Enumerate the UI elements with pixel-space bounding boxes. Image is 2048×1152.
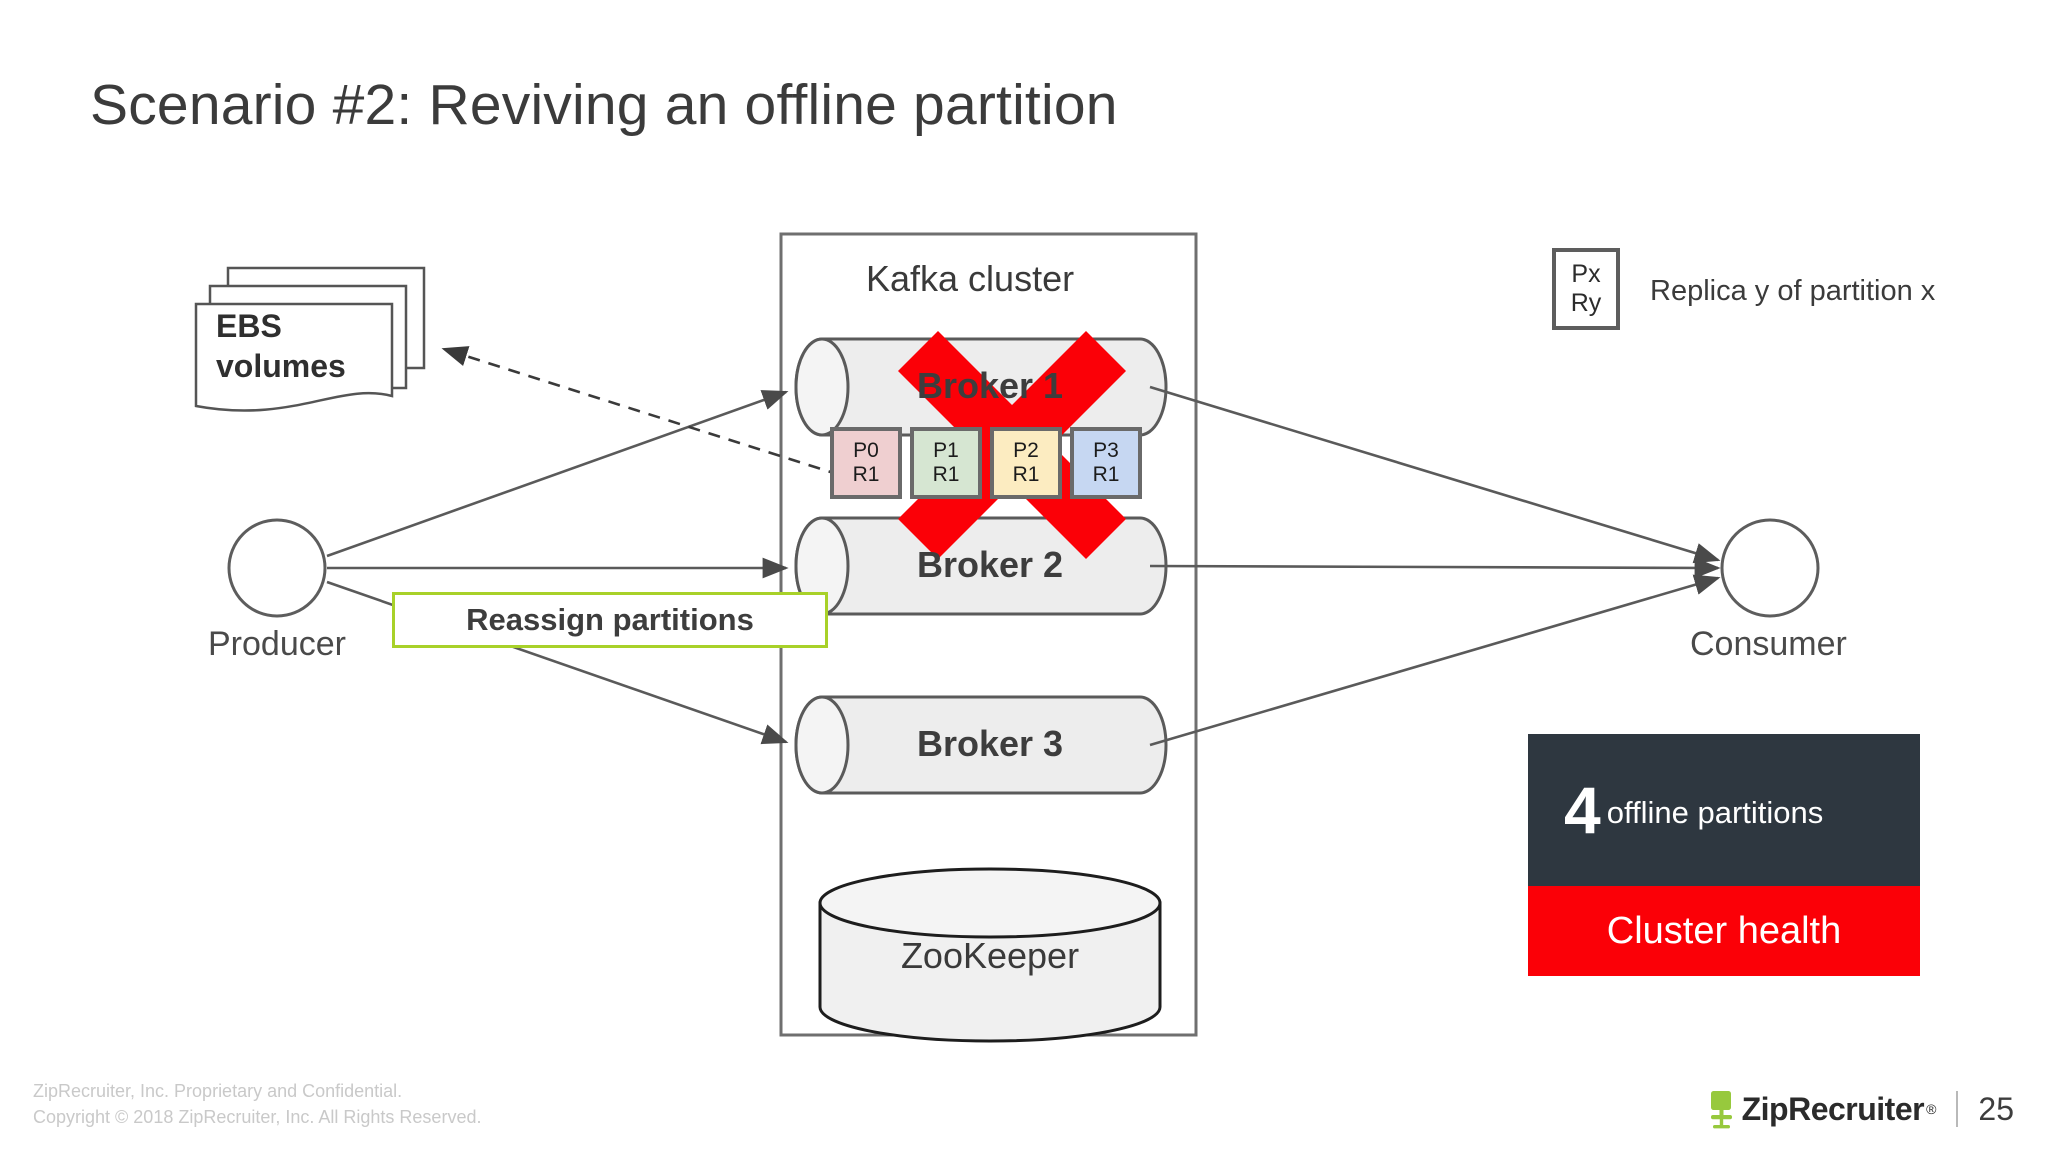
page-title: Scenario #2: Reviving an offline partiti…	[90, 73, 1118, 137]
legend-swatch: Px Ry	[1552, 248, 1620, 330]
brand-footer: ZipRecruiter ® 25	[1702, 1088, 2014, 1130]
partition-chip-p3: P3 R1	[1070, 427, 1142, 499]
footer-line-2: Copyright © 2018 ZipRecruiter, Inc. All …	[33, 1107, 482, 1128]
cluster-health-widget: 4 offline partitions Cluster health	[1528, 734, 1920, 976]
offline-partitions-unit: offline partitions	[1606, 795, 1824, 830]
replica-id: R1	[852, 463, 880, 486]
producer-label: Producer	[208, 625, 346, 663]
replica-id: R1	[932, 463, 960, 486]
ziprecruiter-chair-icon	[1710, 1091, 1732, 1129]
cluster-health-metric: 4 offline partitions	[1528, 734, 1920, 886]
edge-broker1-consumer	[1149, 385, 1721, 564]
brand-wordmark: ZipRecruiter	[1741, 1090, 1925, 1127]
producer-node	[227, 518, 327, 618]
broker-3-label: Broker 3	[916, 723, 1064, 764]
partition-id: P3	[1093, 438, 1119, 462]
replica-id: R1	[1092, 463, 1120, 486]
zookeeper-shape	[818, 867, 1162, 1043]
partition-chip-p2: P2 R1	[990, 427, 1062, 499]
ebs-line-1: EBS	[216, 308, 282, 344]
kafka-cluster-label: Kafka cluster	[866, 258, 1075, 299]
broker-3-shape	[794, 695, 1168, 795]
partition-id: P1	[933, 438, 959, 462]
edge-broker3-consumer	[1149, 574, 1721, 747]
footer-line-1: ZipRecruiter, Inc. Proprietary and Confi…	[33, 1081, 403, 1101]
partition-list: P0 R1 P1 R1 P2 R1 P3 R1	[830, 427, 1142, 499]
cluster-health-status-badge: Cluster health	[1528, 886, 1920, 976]
partition-id: P0	[853, 438, 879, 462]
replica-id: R1	[1012, 463, 1040, 486]
ebs-line-2: volumes	[216, 348, 346, 385]
edge-broker2-consumer	[1149, 557, 1721, 579]
partition-chip-p0: P0 R1	[830, 427, 902, 499]
registered-trademark-icon: ®	[1926, 1101, 1937, 1117]
legend-description: Replica y of partition x	[1650, 275, 1936, 307]
partition-chip-p1: P1 R1	[910, 427, 982, 499]
legend-partition-token: Px	[1571, 259, 1601, 288]
legend-replica-token: Ry	[1570, 289, 1602, 317]
offline-partitions-count: 4	[1564, 773, 1601, 847]
slide-page-number: 25	[1978, 1090, 2014, 1127]
edge-partitions-ebs	[441, 346, 841, 477]
edge-producer-broker1	[326, 390, 789, 558]
consumer-node	[1720, 518, 1820, 618]
reassign-partitions-callout: Reassign partitions	[392, 592, 828, 648]
partition-id: P2	[1013, 438, 1039, 462]
brand-divider	[1956, 1091, 1959, 1127]
broker-1-label: Broker 1	[916, 365, 1064, 406]
ebs-volumes-shape	[194, 266, 426, 412]
consumer-label: Consumer	[1690, 625, 1847, 663]
broker-2-label: Broker 2	[916, 544, 1064, 585]
ebs-volumes-label: EBS volumes	[216, 306, 346, 387]
zookeeper-label: ZooKeeper	[900, 935, 1080, 976]
footer-legal: ZipRecruiter, Inc. Proprietary and Confi…	[33, 1078, 481, 1130]
